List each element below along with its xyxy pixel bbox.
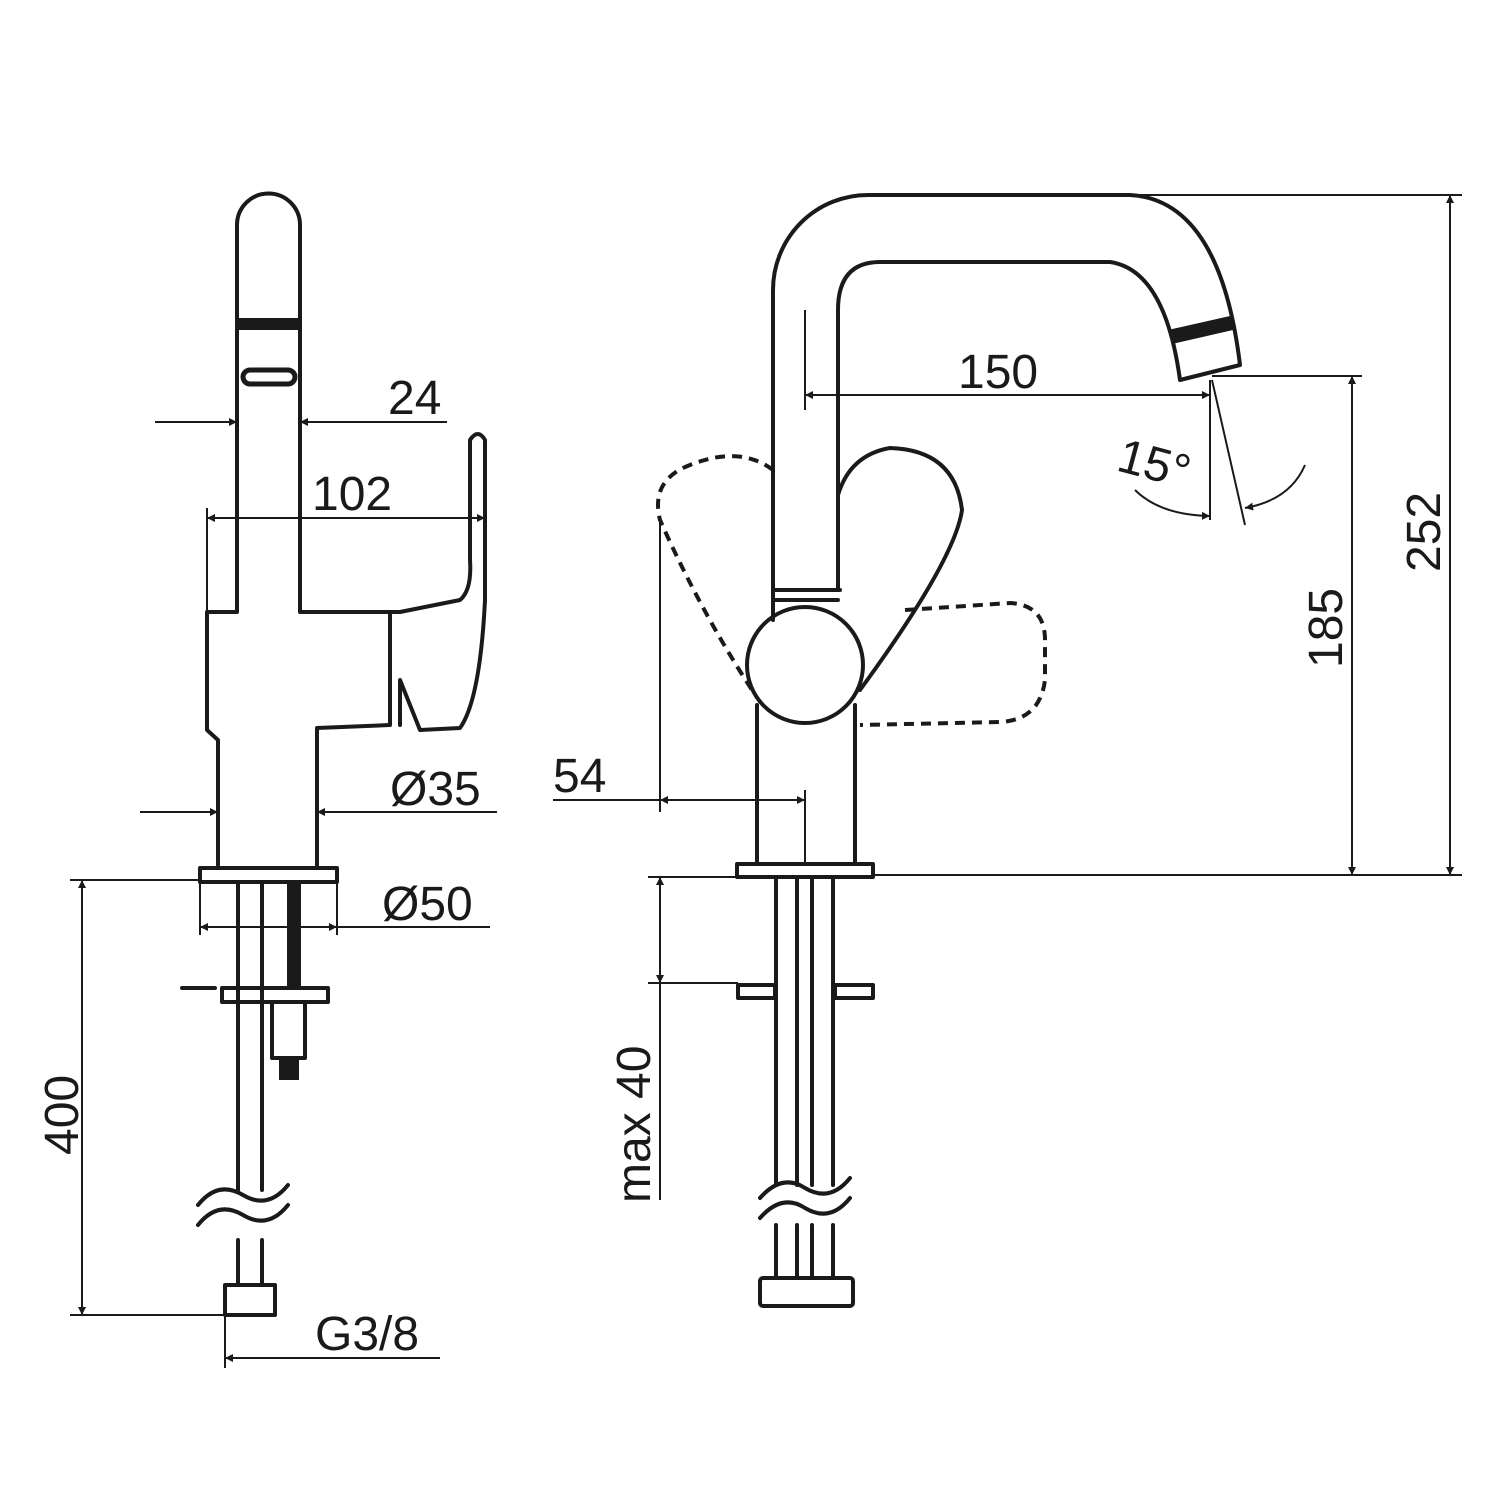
dim-max40-ext — [648, 876, 738, 984]
dim-35-label: Ø35 — [390, 763, 481, 816]
dim-150-label: 150 — [958, 346, 1038, 399]
side-connector — [223, 1283, 277, 1317]
dim-400-ext — [70, 879, 225, 1316]
front-spout — [771, 193, 1242, 602]
front-handle — [836, 446, 964, 692]
dim-102-label: 102 — [312, 468, 392, 521]
dim-252-ext — [873, 194, 1462, 876]
dim-angle-label: 15° — [1112, 429, 1196, 499]
front-fixing-nut — [736, 983, 875, 1000]
front-base-plate — [735, 862, 875, 879]
dim-185-label: 185 — [1300, 588, 1353, 668]
front-dashed-handle-right — [859, 600, 1047, 727]
dim-max40-label: max 40 — [608, 1046, 661, 1203]
front-aerator — [1168, 316, 1233, 344]
front-collar — [771, 588, 842, 622]
dim-angle-ext — [1209, 379, 1246, 526]
dim-54-label: 54 — [553, 750, 606, 803]
side-base-plate — [198, 866, 339, 884]
dim-angle-arc-left — [1134, 489, 1211, 520]
side-aerator-ring — [240, 367, 298, 387]
front-view: 150 15° 185 252 54 max 40 — [553, 193, 1462, 1308]
front-connector — [758, 1276, 855, 1308]
side-body — [205, 596, 392, 867]
side-rod-end — [279, 1058, 299, 1080]
dim-g38-label: G3/8 — [315, 1308, 419, 1361]
side-view: 24 102 Ø35 Ø50 400 G3/8 — [36, 191, 497, 1368]
dim-252-label: 252 — [1398, 492, 1451, 572]
dim-24-label: 24 — [388, 372, 441, 425]
dim-400-label: 400 — [36, 1075, 89, 1155]
front-cartridge-ball — [745, 605, 865, 725]
front-pipes — [774, 875, 835, 1280]
side-pipes — [236, 880, 264, 1287]
side-break-mark — [196, 1183, 290, 1227]
side-aerator-band — [237, 318, 300, 330]
side-spout — [235, 191, 302, 602]
side-threaded-rod — [287, 882, 301, 987]
front-break-mark — [758, 1176, 852, 1220]
dim-54-ext — [553, 520, 806, 865]
dim-50-label: Ø50 — [382, 878, 473, 931]
dim-angle-arc-right — [1244, 464, 1306, 511]
front-dashed-handle-left — [656, 454, 775, 692]
front-body — [755, 703, 857, 864]
side-fixing-nut — [180, 986, 330, 1060]
side-handle — [388, 432, 487, 732]
